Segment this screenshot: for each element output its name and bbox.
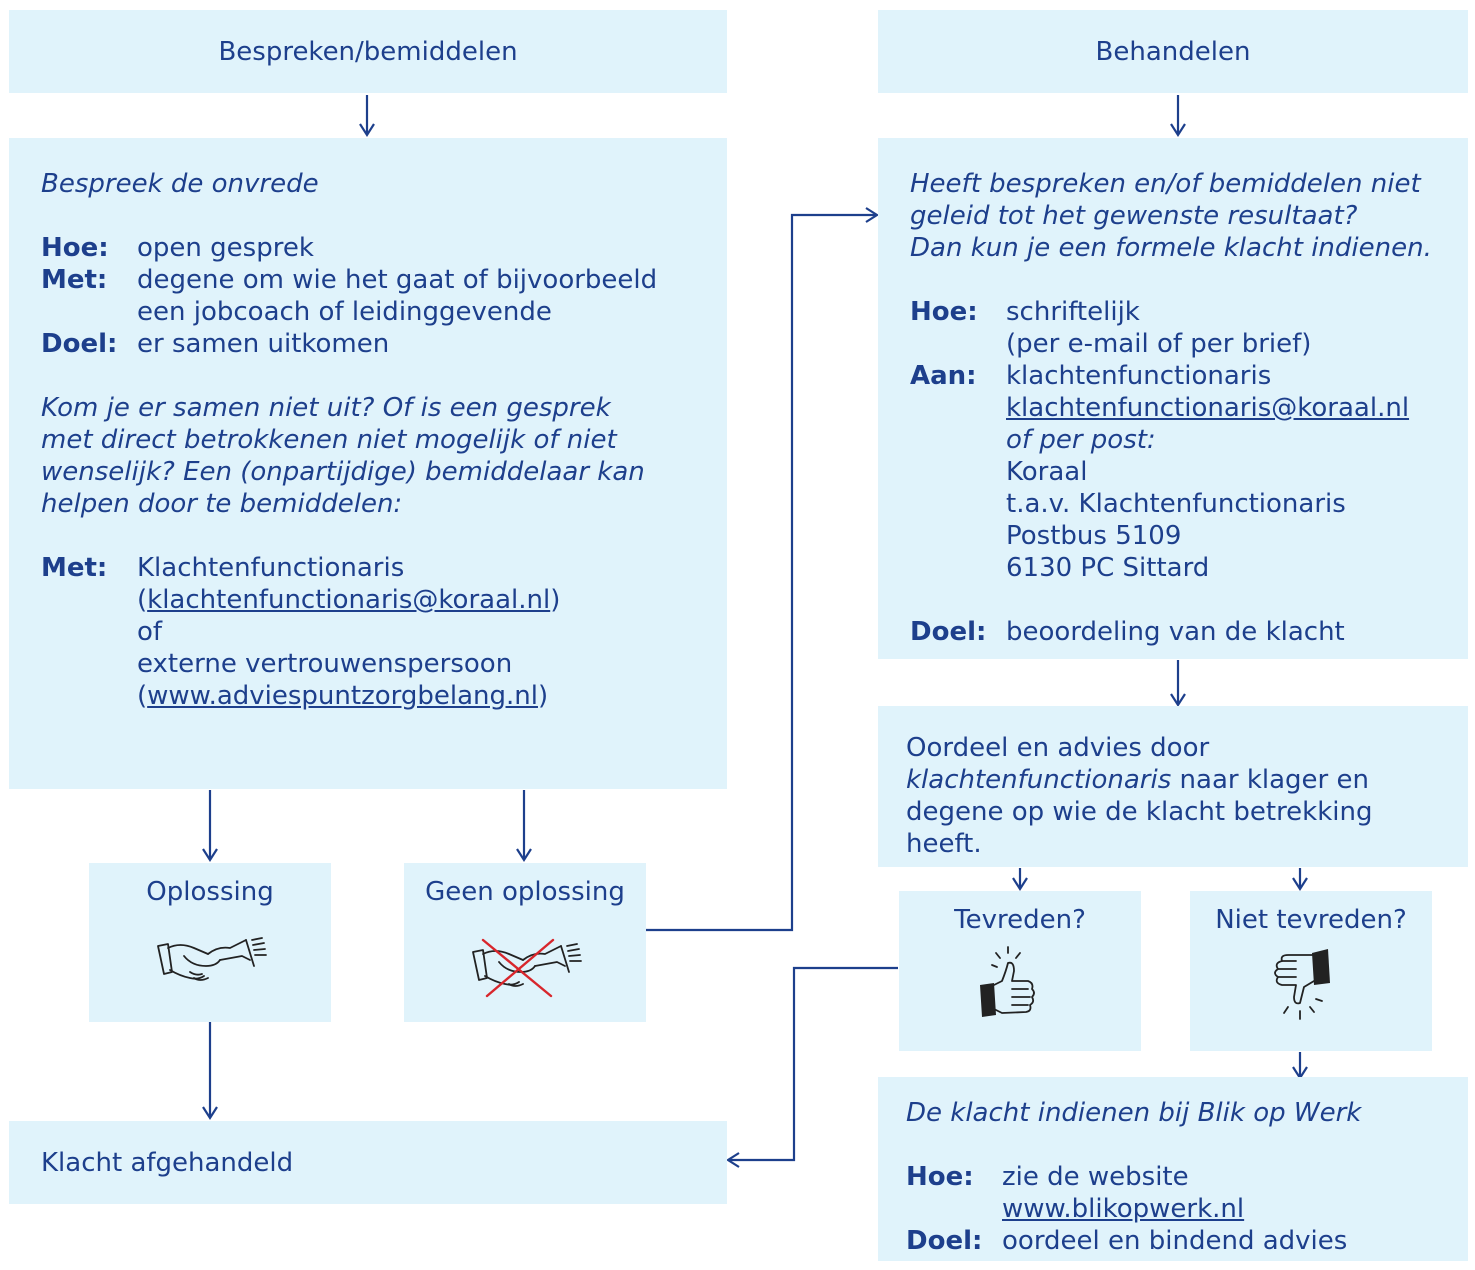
- oordeel-box: Oordeel en advies door klachtenfunctiona…: [878, 706, 1468, 867]
- blik-doel-value: oordeel en bindend advies: [1002, 1226, 1348, 1256]
- blik-hoe-value: zie de website www.blikopwerk.nl: [1002, 1162, 1245, 1224]
- email-link-right[interactable]: klachtenfunctionaris@koraal.nl: [1006, 393, 1410, 423]
- handshake-crossed-icon: [472, 938, 582, 998]
- aan-value: klachtenfunctionaris klachtenfunctionari…: [1006, 361, 1410, 583]
- behandelen-hoe-row: Hoe: schriftelijk(per e-mail of per brie…: [910, 296, 1464, 360]
- met2-row: Met: Klachtenfunctionaris (klachtenfunct…: [41, 552, 717, 712]
- website-link-zorgbelang[interactable]: www.adviespuntzorgbelang.nl: [147, 681, 538, 711]
- handshake-icon: [157, 937, 267, 981]
- niet-tevreden-label: Niet tevreden?: [1215, 905, 1407, 935]
- behandelen-doel-row: Doel: beoordeling van de klacht: [910, 616, 1464, 648]
- behandelen-hoe-value: schriftelijk(per e-mail of per brief): [1006, 297, 1312, 359]
- met2-label: Met:: [41, 553, 108, 583]
- aan-label: Aan:: [910, 361, 977, 391]
- met2-value: Klachtenfunctionaris (klachtenfunctionar…: [137, 553, 561, 711]
- behandelen-box: Heeft bespreken en/of bemiddelen niet ge…: [878, 138, 1468, 659]
- met-label: Met:: [41, 265, 108, 295]
- geen-oplossing-box: Geen oplossing: [404, 863, 646, 1022]
- bemiddeling-question: Kom je er samen niet uit? Of is een gesp…: [41, 393, 645, 519]
- blik-doel-row: Doel: oordeel en bindend advies: [906, 1225, 1458, 1257]
- thumbs-up-icon: [980, 946, 1035, 1017]
- geen-oplossing-label: Geen oplossing: [425, 877, 625, 907]
- bespreken-box: Bespreek de onvrede Hoe: open gesprek Me…: [9, 138, 727, 789]
- connector-geen-to-behandelen: [646, 207, 880, 932]
- doel-value: er samen uitkomen: [137, 329, 390, 359]
- blik-intro: De klacht indienen bij Blik op Werk: [906, 1098, 1362, 1128]
- connector-tevreden-to-afgehandeld: [725, 966, 898, 1168]
- website-link-blikopwerk[interactable]: www.blikopwerk.nl: [1002, 1194, 1245, 1224]
- blik-op-werk-box: De klacht indienen bij Blik op Werk Hoe:…: [878, 1077, 1468, 1261]
- niet-tevreden-box: Niet tevreden?: [1190, 891, 1432, 1051]
- hoe-label: Hoe:: [41, 233, 109, 263]
- behandelen-hoe-label: Hoe:: [910, 297, 978, 327]
- oplossing-box: Oplossing: [89, 863, 331, 1022]
- doel-row: Doel: er samen uitkomen: [41, 328, 717, 360]
- doel-label: Doel:: [41, 329, 118, 359]
- hoe-value: open gesprek: [137, 233, 314, 263]
- behandelen-doel-label: Doel:: [910, 617, 987, 647]
- oplossing-label: Oplossing: [146, 877, 274, 907]
- afgehandeld-box: Klacht afgehandeld: [9, 1121, 727, 1204]
- header-bespreken: Bespreken/bemiddelen: [9, 10, 727, 93]
- behandelen-doel-value: beoordeling van de klacht: [1006, 617, 1345, 647]
- thumbs-down-icon: [1274, 949, 1330, 1020]
- blik-hoe-row: Hoe: zie de website www.blikopwerk.nl: [906, 1161, 1458, 1225]
- blik-doel-label: Doel:: [906, 1226, 983, 1256]
- hoe-row: Hoe: open gesprek: [41, 232, 717, 264]
- bespreken-intro: Bespreek de onvrede: [41, 169, 319, 199]
- afgehandeld-label: Klacht afgehandeld: [41, 1147, 294, 1178]
- header-behandelen: Behandelen: [878, 10, 1468, 93]
- aan-row: Aan: klachtenfunctionaris klachtenfuncti…: [910, 360, 1464, 584]
- email-link-left[interactable]: klachtenfunctionaris@koraal.nl: [147, 585, 551, 615]
- tevreden-box: Tevreden?: [899, 891, 1141, 1051]
- met-row: Met: degene om wie het gaat of bijvoorbe…: [41, 264, 717, 328]
- tevreden-label: Tevreden?: [954, 905, 1086, 935]
- blik-hoe-label: Hoe:: [906, 1162, 974, 1192]
- behandelen-intro: Heeft bespreken en/of bemiddelen niet ge…: [910, 169, 1432, 263]
